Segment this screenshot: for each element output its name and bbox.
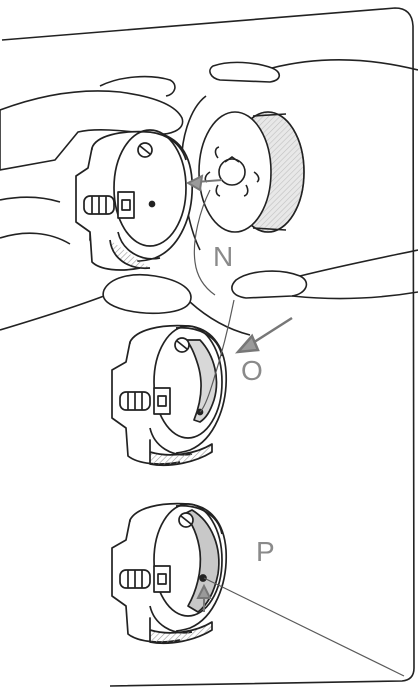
step-label-o: O (241, 357, 263, 385)
step-p-illustration (112, 504, 404, 676)
step-label-p: P (256, 538, 275, 566)
bobbin-icon (199, 112, 304, 232)
step-n-illustration (0, 60, 418, 335)
bobbin-case-p-icon (112, 504, 226, 644)
thread-p-icon (204, 578, 404, 676)
step-label-n: N (213, 243, 233, 271)
pull-arrow-icon (238, 318, 292, 352)
step-o-illustration (112, 300, 292, 465)
bobbin-case-n-icon (76, 130, 192, 270)
hand-lower-icon (0, 250, 418, 335)
